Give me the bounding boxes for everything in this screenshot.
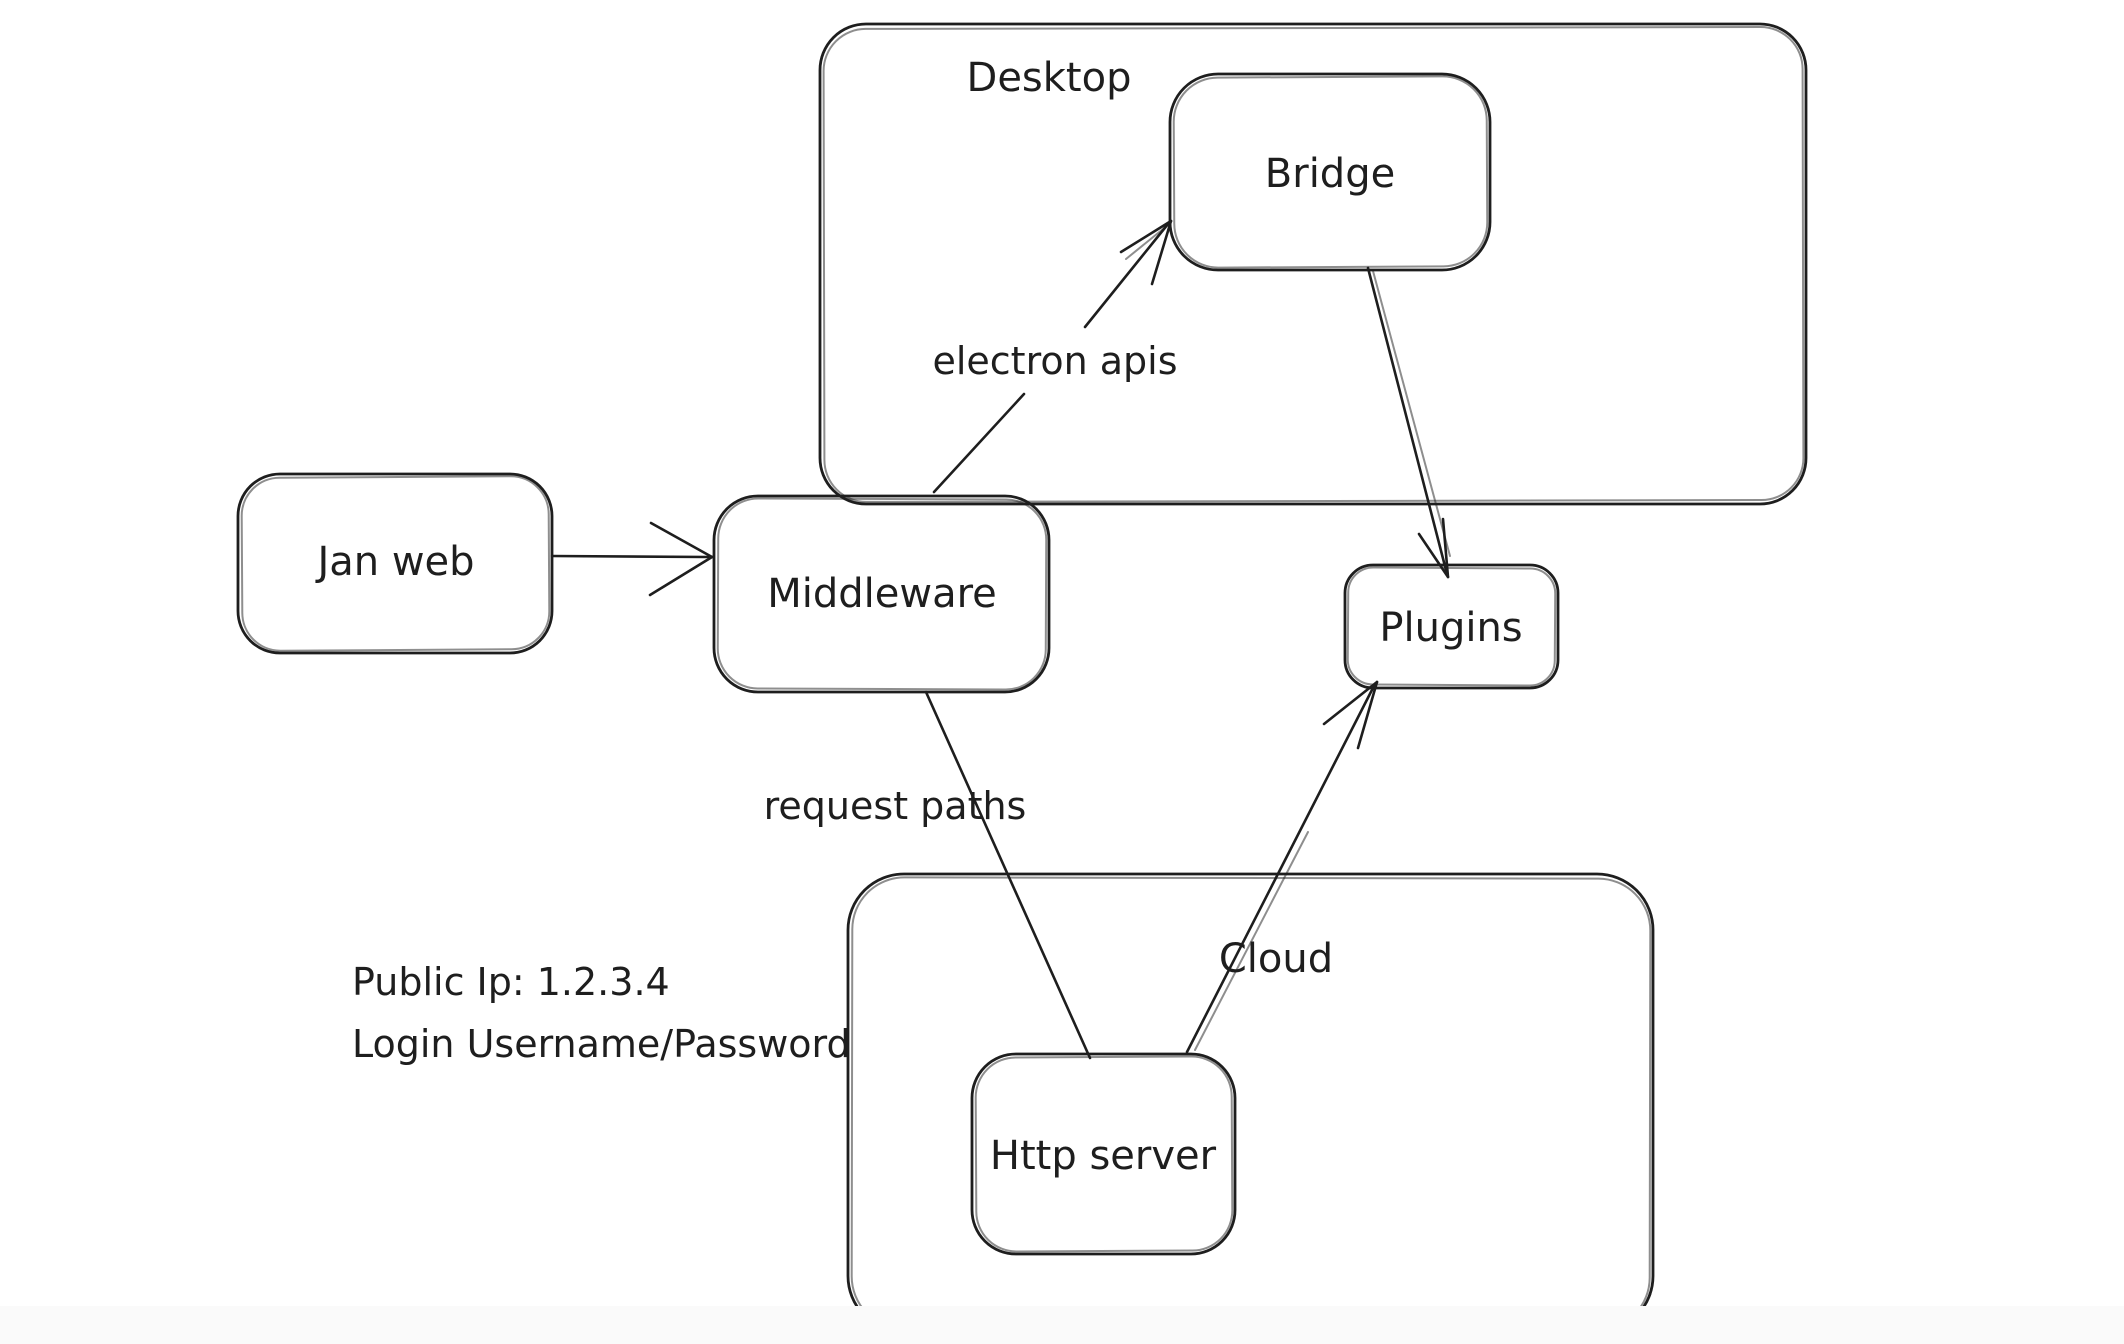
public-ip-text: Public Ip: 1.2.3.4 [352,960,670,1004]
desktop-container-label: Desktop [966,55,1132,101]
plugins-node-box[interactable] [1343,563,1560,690]
line-middleware-to-http-server[interactable] [924,690,1092,1060]
jan-web-node-label: Jan web [317,539,475,585]
middleware-node-box[interactable] [712,494,1051,694]
bridge-node-label: Bridge [1264,151,1396,197]
arrow-http-server-to-plugins[interactable] [1185,680,1379,1054]
edge-label-electron-apis: electron apis [932,339,1178,384]
arrow-middleware-to-bridge[interactable] [932,219,1173,494]
plugins-node-label: Plugins [1379,605,1523,651]
canvas-bottom-edge [0,1306,2124,1344]
http-server-node-box[interactable] [970,1052,1237,1256]
jan-web-node-box[interactable] [236,472,554,655]
credentials-note: Public Ip: 1.2.3.4 Login Username/Passwo… [352,951,851,1075]
arrow-bridge-to-plugins[interactable] [1366,266,1451,579]
login-text: Login Username/Password [352,1022,851,1066]
cloud-container-label: Cloud [1218,936,1334,982]
bridge-node-box[interactable] [1168,72,1492,272]
http-server-node-label: Http server [989,1133,1217,1179]
desktop-container-box[interactable] [818,22,1808,506]
arrow-jan-web-to-middleware[interactable] [550,521,714,597]
middleware-node-label: Middleware [767,571,997,617]
edge-label-request-paths: request paths [763,784,1027,829]
